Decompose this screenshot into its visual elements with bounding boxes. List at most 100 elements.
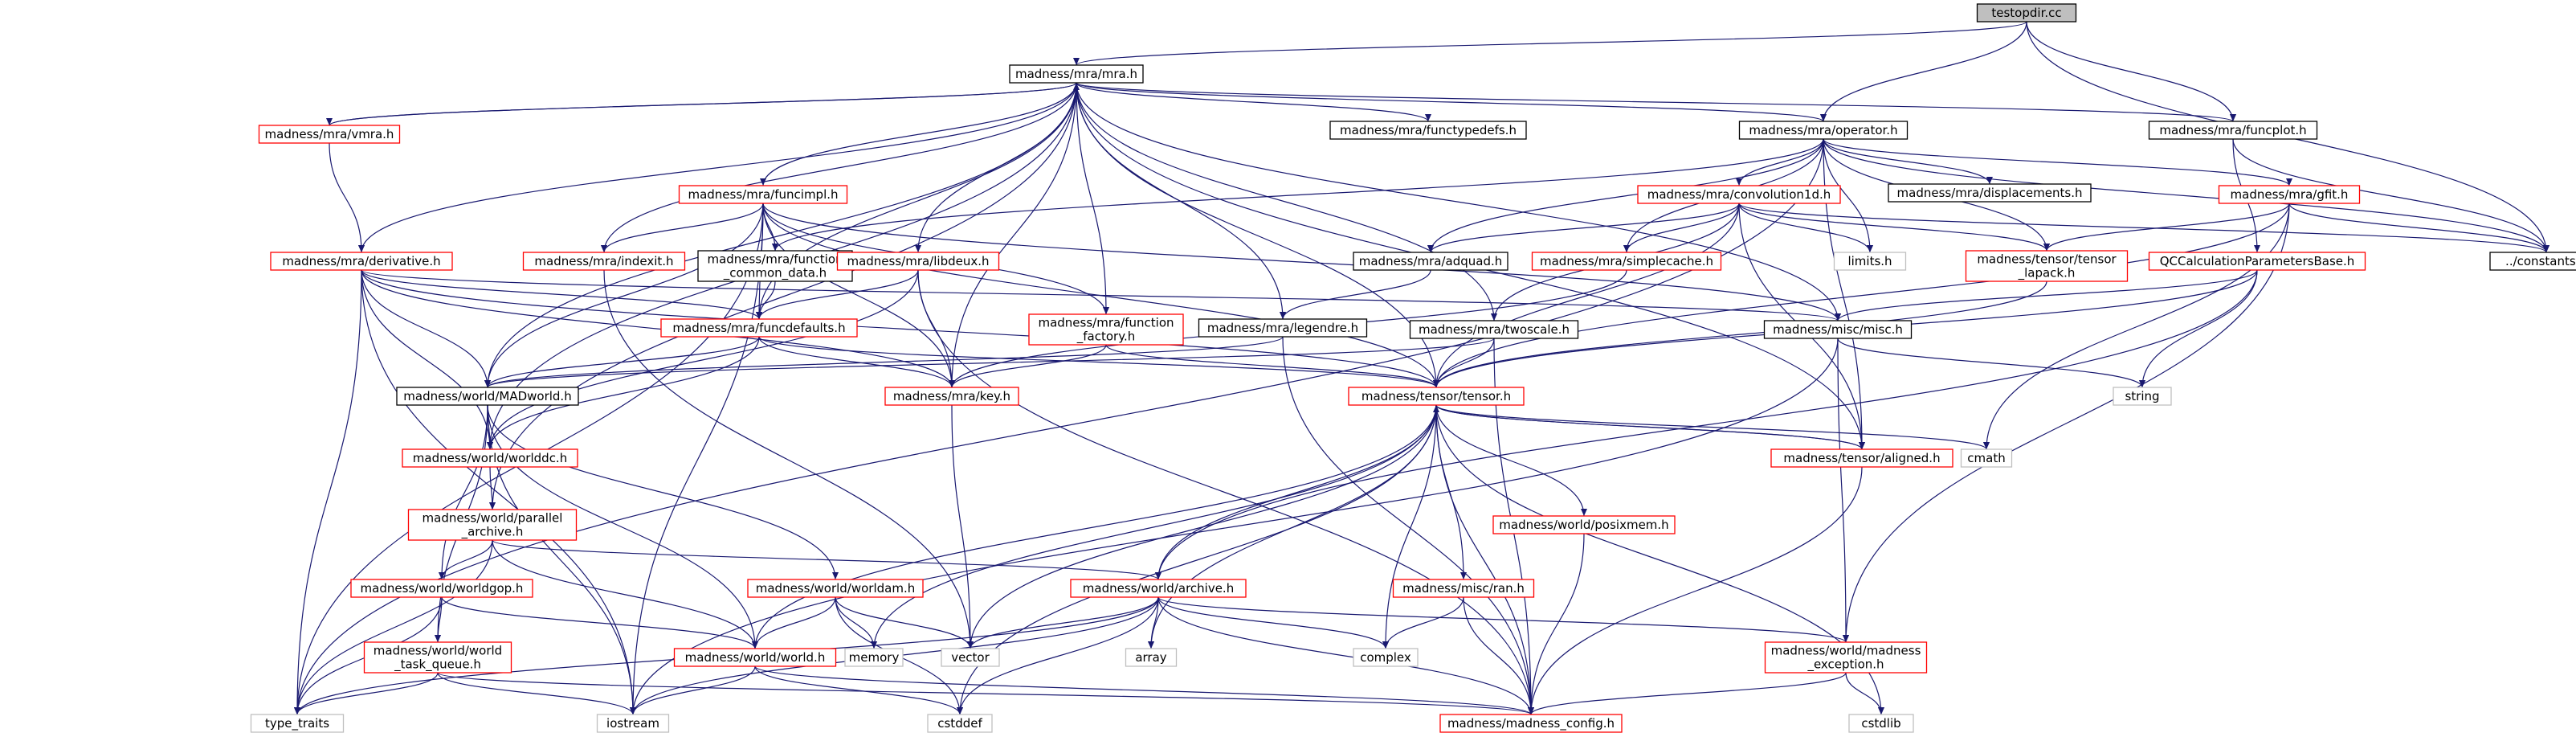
node-aligned[interactable]: madness/tensor/aligned.h xyxy=(1770,448,1953,468)
edge-arrowhead xyxy=(1983,442,1990,449)
node-tensor[interactable]: madness/tensor/tensor.h xyxy=(1348,387,1525,406)
edge-world_task_queue-to-madness_config xyxy=(437,672,1532,715)
edge-funcimpl-to-indexit xyxy=(603,203,764,253)
edge-libdeux-to-funcdefaults xyxy=(758,269,919,320)
node-operator[interactable]: madness/mra/operator.h xyxy=(1738,121,1909,140)
edge-arrowhead xyxy=(435,635,441,642)
node-funcdefaults[interactable]: madness/mra/funcdefaults.h xyxy=(660,318,858,338)
node-libdeux[interactable]: madness/mra/libdeux.h xyxy=(836,252,1000,271)
edge-worldam-to-world xyxy=(754,596,836,649)
node-madness_exception[interactable]: madness/world/madness_exception.h xyxy=(1764,641,1928,674)
node-label: madness/tensor/aligned.h xyxy=(1783,451,1940,465)
edge-arrowhead xyxy=(2543,245,2549,252)
node-box xyxy=(1965,250,2129,282)
edge-mra-to-funcplot xyxy=(1076,82,2234,122)
edge-convolution1d-to-tensor_lapack xyxy=(1738,203,2047,252)
node-legendre[interactable]: madness/mra/legendre.h xyxy=(1198,318,1368,338)
edge-arrowhead xyxy=(1820,114,1827,121)
edge-arrowhead xyxy=(1491,313,1497,321)
node-parallel_archive[interactable]: madness/world/parallel_archive.h xyxy=(407,509,578,541)
node-label: madness/mra/adquad.h xyxy=(1359,254,1503,268)
node-function_common_data[interactable]: madness/mra/function_common_data.h xyxy=(697,250,853,282)
edge-worldam-to-vector xyxy=(835,596,971,649)
node-adquad[interactable]: madness/mra/adquad.h xyxy=(1353,252,1508,271)
node-qccalc[interactable]: QCCalculationParametersBase.h xyxy=(2148,252,2366,271)
node-box xyxy=(250,714,345,733)
edge-archive-to-complex xyxy=(1157,596,1386,649)
node-box xyxy=(941,648,1000,667)
node-simplecache[interactable]: madness/mra/simplecache.h xyxy=(1531,252,1722,271)
edge-qccalc-to-string xyxy=(2141,269,2258,388)
node-displacements[interactable]: madness/mra/displacements.h xyxy=(1888,183,2092,203)
node-funcimpl[interactable]: madness/mra/funcimpl.h xyxy=(678,185,848,204)
node-box xyxy=(350,579,533,598)
node-label: madness/mra/displacements.h xyxy=(1897,186,2083,200)
edge-misc-to-string xyxy=(1837,338,2143,388)
edge-world-to-iostream xyxy=(632,665,756,715)
node-world_task_queue[interactable]: madness/world/world_task_queue.h xyxy=(363,641,512,674)
node-derivative[interactable]: madness/mra/derivative.h xyxy=(270,252,453,271)
node-label: array xyxy=(1135,650,1166,665)
node-gfit[interactable]: madness/mra/gfit.h xyxy=(2218,185,2361,204)
node-convolution1d[interactable]: madness/mra/convolution1d.h xyxy=(1637,185,1841,204)
node-funcplot[interactable]: madness/mra/funcplot.h xyxy=(2148,121,2318,140)
node-function_factory[interactable]: madness/mra/function_factory.h xyxy=(1028,313,1184,346)
node-madness_config[interactable]: madness/madness_config.h xyxy=(1439,714,1623,733)
node-box xyxy=(1763,320,1913,339)
node-label: QCCalculationParametersBase.h xyxy=(2160,254,2355,268)
node-box xyxy=(844,648,904,667)
node-posixmem[interactable]: madness/world/posixmem.h xyxy=(1492,515,1676,534)
node-worldam[interactable]: madness/world/worldam.h xyxy=(747,579,924,598)
node-key[interactable]: madness/mra/key.h xyxy=(884,387,1019,406)
node-worlddc[interactable]: madness/world/worlddc.h xyxy=(402,448,578,468)
node-box xyxy=(1833,252,1907,271)
edge-funcimpl-to-iostream xyxy=(632,203,764,715)
node-madworld[interactable]: madness/world/MADworld.h xyxy=(396,387,579,406)
node-label: madness/mra/gfit.h xyxy=(2231,187,2349,202)
node-box xyxy=(270,252,453,271)
node-label: madness/mra/functypedefs.h xyxy=(1340,123,1517,137)
edge-derivative-to-type_traits xyxy=(296,269,362,715)
node-cmath: cmath xyxy=(1960,448,2013,468)
node-label: madness/world/worldam.h xyxy=(756,581,915,596)
node-array: array xyxy=(1125,648,1178,667)
node-box xyxy=(1960,448,2013,468)
edge-operator-to-function_common_data xyxy=(774,138,1824,252)
node-label: type_traits xyxy=(265,716,329,731)
node-label: madness/mra/derivative.h xyxy=(282,254,440,268)
edge-parallel_archive-to-world xyxy=(492,539,756,649)
node-label: madness/mra/simplecache.h xyxy=(1540,254,1713,268)
node-box xyxy=(1392,579,1535,598)
edge-key-to-vector xyxy=(951,404,971,649)
edge-qccalc-to-archive xyxy=(1157,269,2258,580)
edge-arrowhead xyxy=(2043,244,2050,251)
edge-funcimpl-to-misc xyxy=(762,203,1839,321)
edge-gfit-to-tensor_lapack xyxy=(2046,203,2290,252)
node-twoscale[interactable]: madness/mra/twoscale.h xyxy=(1409,320,1579,339)
node-misc[interactable]: madness/misc/misc.h xyxy=(1763,320,1913,339)
node-tensor_lapack[interactable]: madness/tensor/tensor_lapack.h xyxy=(1965,250,2129,282)
node-label: madness/world/world_task_queue.h xyxy=(374,644,502,673)
edge-archive-to-cstddef xyxy=(959,596,1159,715)
edge-arrowhead xyxy=(1835,313,1841,321)
node-box xyxy=(402,448,578,468)
node-box xyxy=(1009,64,1144,84)
edge-arrowhead xyxy=(1148,641,1154,649)
node-world[interactable]: madness/world/world.h xyxy=(673,648,837,667)
node-worldgop[interactable]: madness/world/worldgop.h xyxy=(350,579,533,598)
edge-madworld-to-worldam xyxy=(487,404,836,580)
node-ran[interactable]: madness/misc/ran.h xyxy=(1392,579,1535,598)
node-constants[interactable]: ../constants.h xyxy=(2489,252,2576,271)
edge-arrowhead xyxy=(439,572,445,579)
node-mra[interactable]: madness/mra/mra.h xyxy=(1009,64,1144,84)
node-label: string xyxy=(2125,389,2159,403)
node-testopdir[interactable]: testopdir.cc xyxy=(1976,3,2077,23)
edge-worldam-to-memory xyxy=(835,596,875,649)
edge-twoscale-to-madworld xyxy=(487,338,1495,388)
node-vmra[interactable]: madness/mra/vmra.h xyxy=(258,125,401,144)
edge-mra-to-funcimpl xyxy=(762,82,1077,186)
node-indexit[interactable]: madness/mra/indexit.h xyxy=(522,252,686,271)
node-functypedefs[interactable]: madness/mra/functypedefs.h xyxy=(1329,121,1527,140)
node-archive[interactable]: madness/world/archive.h xyxy=(1070,579,1247,598)
edge-twoscale-to-tensor xyxy=(1435,338,1495,388)
